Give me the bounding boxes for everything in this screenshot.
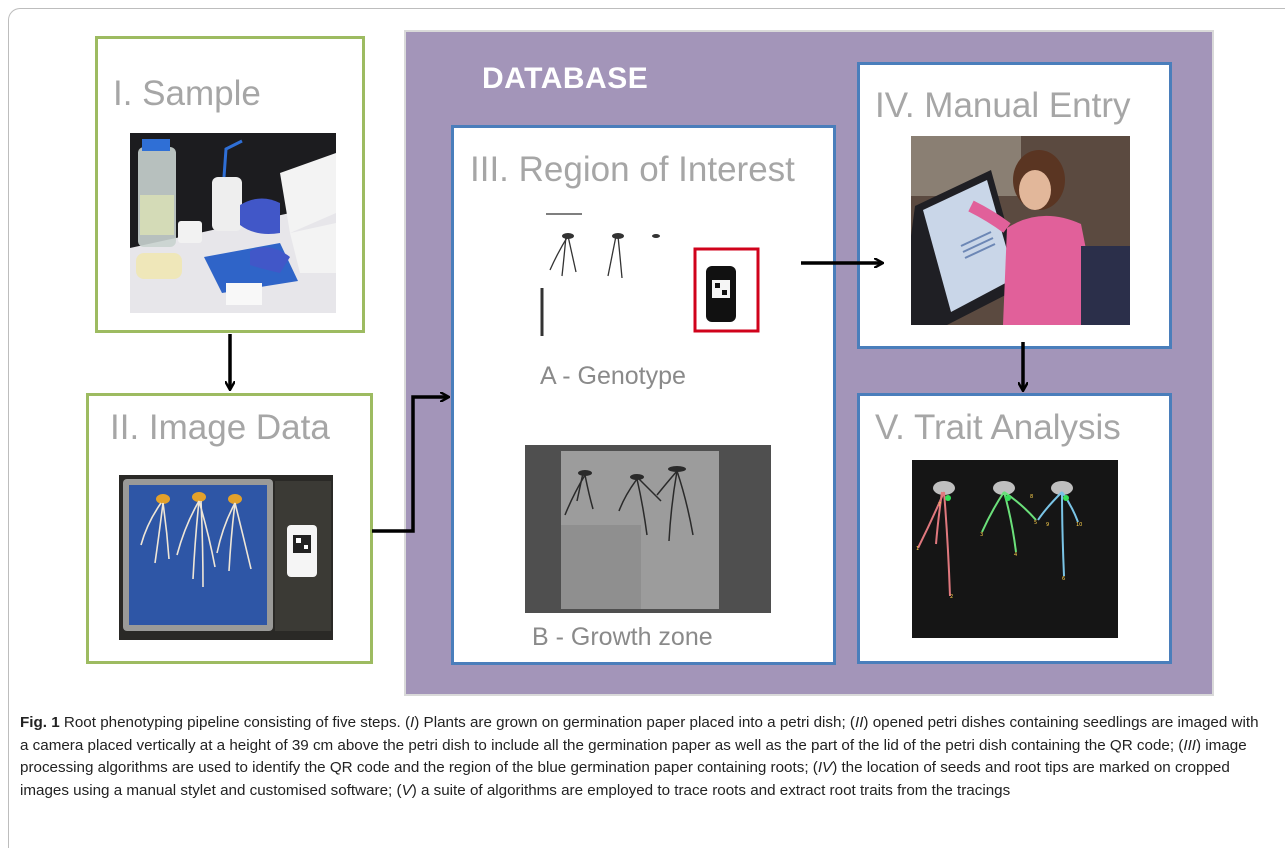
petri-dish-photo — [119, 475, 333, 640]
caption-roman: II — [854, 714, 864, 731]
growth-zone-label: B - Growth zone — [532, 623, 713, 651]
root-label: 4 — [1014, 552, 1017, 558]
trait-analysis-title: V. Trait Analysis — [875, 408, 1121, 447]
caption-roman: I — [410, 714, 415, 731]
caption-text: ) opened petri dishes containing seedlin… — [20, 714, 1259, 754]
root-label: 2 — [950, 594, 953, 600]
sample-photo — [130, 133, 336, 313]
caption-roman: V — [401, 781, 412, 799]
caption-text: ) Plants are grown on germination paper … — [414, 714, 855, 731]
trait-analysis-image: 1 2 3 4 5 6 7 8 9 10 — [912, 460, 1118, 638]
caption-text: ) image processing algorithms are used t… — [20, 736, 1247, 777]
root-label: 3 — [980, 532, 983, 538]
caption-text: ) a suite of algorithms are employed to … — [411, 781, 1011, 799]
root-label: 6 — [1062, 576, 1065, 582]
figure-frame — [8, 8, 1285, 848]
caption-roman: III — [1183, 736, 1197, 754]
root-label: 8 — [1030, 494, 1033, 500]
root-label: 9 — [1046, 522, 1049, 528]
caption-text: Root phenotyping pipeline consisting of … — [59, 714, 411, 731]
caption-text: ) the location of seeds and root tips ar… — [20, 759, 1230, 799]
root-label: 1 — [916, 546, 919, 552]
manual-entry-photo — [911, 136, 1130, 325]
figure-caption: Fig. 1 Root phenotyping pipeline consist… — [20, 712, 1270, 802]
manual-entry-title: IV. Manual Entry — [875, 86, 1131, 125]
root-label: 10 — [1076, 522, 1082, 528]
caption-roman: IV — [817, 759, 833, 777]
root-label: 5 — [1034, 520, 1037, 526]
growth-zone-image — [525, 445, 771, 613]
sample-title: I. Sample — [113, 74, 261, 113]
root-label: 7 — [938, 502, 941, 508]
genotype-label: A - Genotype — [540, 362, 686, 390]
image-data-title: II. Image Data — [110, 408, 330, 447]
roi-title: III. Region of Interest — [470, 150, 795, 189]
arrow-image-to-roi — [372, 397, 448, 533]
caption-label: Fig. 1 — [20, 714, 60, 731]
database-title: DATABASE — [482, 62, 649, 95]
genotype-image — [528, 208, 764, 358]
